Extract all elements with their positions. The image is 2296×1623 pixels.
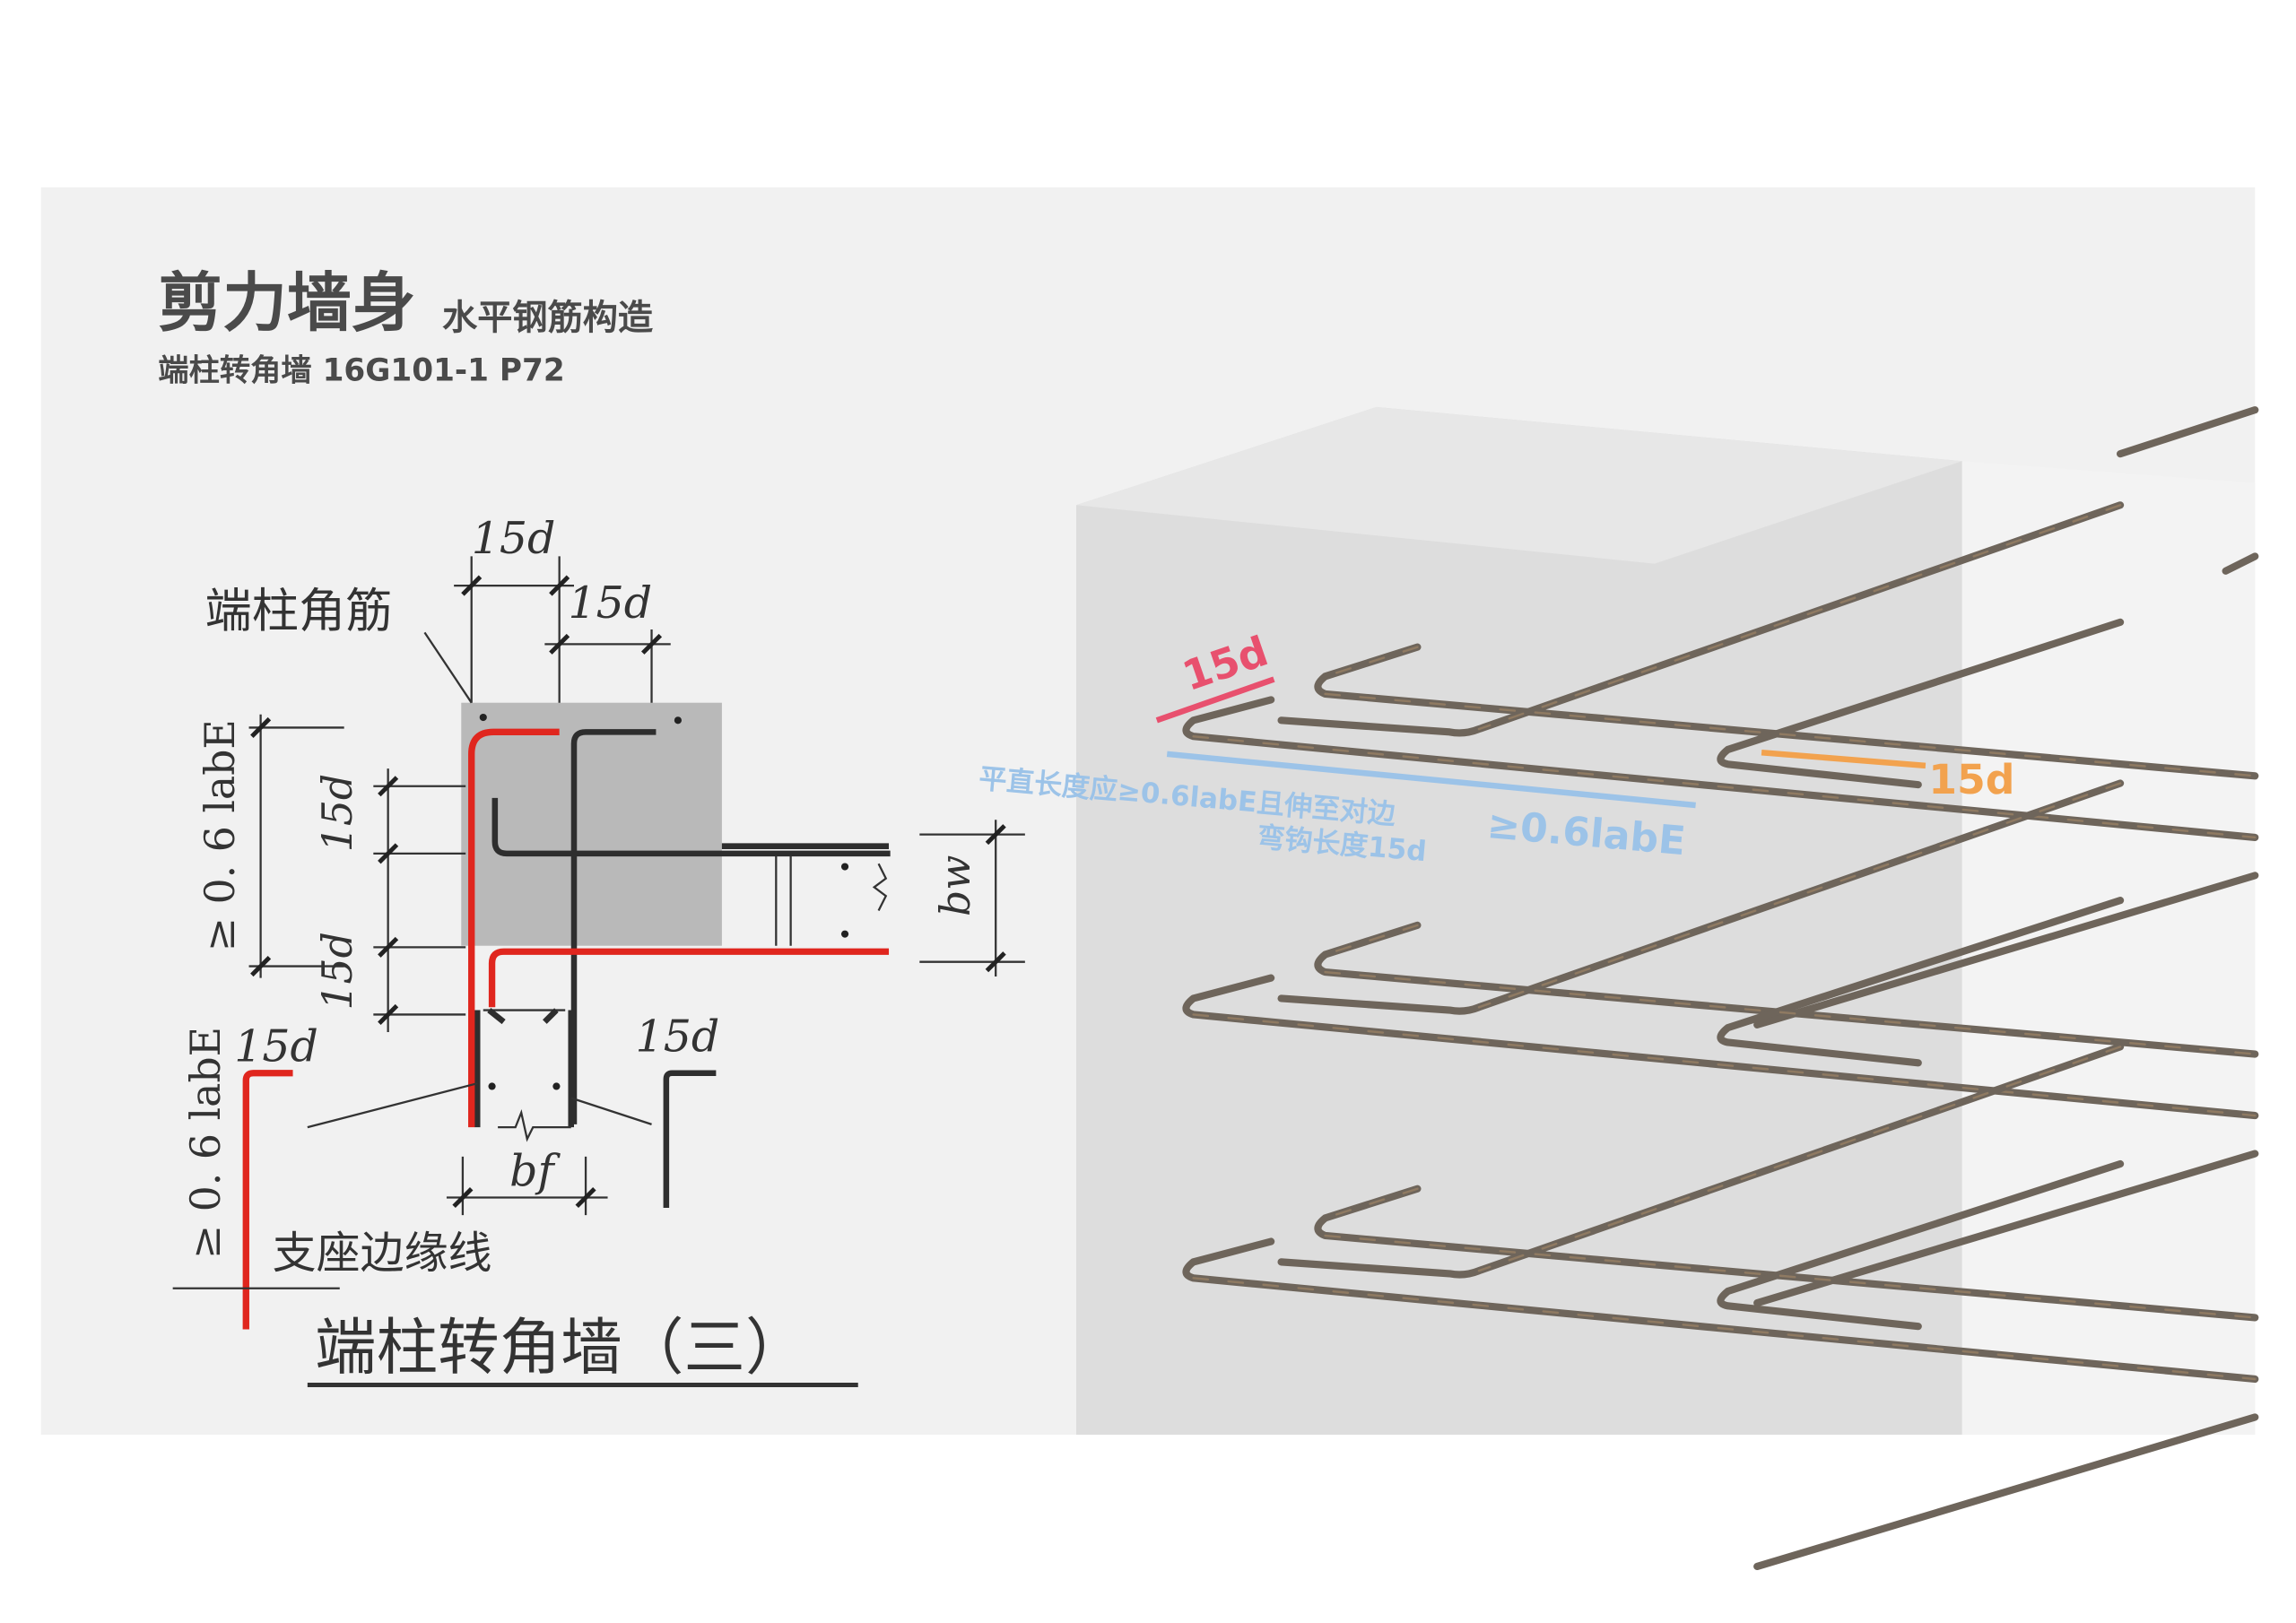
concrete-column-top [1076, 406, 1962, 564]
right-hook-label: 15d [636, 1011, 720, 1062]
column-bar [570, 729, 657, 1124]
dim-vertical-2: 15d [314, 932, 361, 1010]
support-edge-label: 支座边缘线 [273, 1228, 492, 1279]
break-line [498, 1108, 571, 1142]
dimension-tick [641, 633, 663, 655]
page-subtitle: 水平钢筋构造 [442, 298, 654, 338]
bar-dot [488, 1082, 496, 1090]
corner-bar-dot [479, 713, 487, 722]
dimension-tick [985, 951, 1006, 973]
wall-bar [491, 797, 891, 857]
dim-top-2: 15d [568, 577, 652, 629]
dimension-tick [575, 1187, 596, 1209]
bar-dot [840, 863, 849, 871]
dimension-tick [378, 843, 399, 864]
anchorage-left-label: ≥ 0. 6 labE [182, 1027, 230, 1259]
end-column-section [461, 702, 722, 946]
rebar [1717, 618, 2125, 789]
dim-vertical-1: 15d [314, 774, 361, 852]
leader-line [423, 631, 473, 704]
black-anchor-bar [663, 1070, 717, 1208]
page-reference: 端柱转角墙 16G101-1 P72 [158, 353, 564, 389]
bw-label: bw [932, 855, 979, 916]
rebar-rust [1192, 504, 2257, 839]
column-corner-bar-label: 端柱角筋 [205, 585, 393, 638]
break-line [872, 863, 888, 912]
dimension-tick [378, 776, 399, 797]
dimension-tick [250, 716, 272, 738]
blue-length-marker [1166, 751, 1696, 809]
dimension-tick [378, 936, 399, 958]
leader-line [307, 1082, 478, 1129]
rebar [1753, 872, 2259, 1028]
dimension-tick [549, 575, 570, 596]
dimension-tick [250, 956, 272, 977]
red-horizontal-bar [468, 728, 560, 1128]
detail-drawing: 端柱角筋 15d 15d ≥ 0. 6 labE 15d 15d [172, 513, 1025, 1387]
rebar-3d-model: 15d 平直长度应≥0.6labE且伸至对边 弯钩长度15d ≥0.6labE … [978, 406, 2259, 1567]
rebar-level-1 [1182, 501, 2259, 1028]
corner-bar-dot [674, 716, 682, 725]
page-title: 剪力墙身 [158, 265, 415, 340]
dimension-tick [378, 1003, 399, 1025]
red-hook-marker [1155, 676, 1275, 724]
left-hook-label: 15d [234, 1021, 318, 1072]
dimension-tick [549, 633, 570, 655]
bar-dot [840, 930, 849, 938]
dimension-tick [985, 824, 1006, 846]
leader-line [570, 1097, 652, 1125]
red-horizontal-bar [488, 948, 890, 1008]
dim-top-1: 15d [472, 513, 556, 564]
anchorage-main-label: ≥ 0. 6 labE [196, 719, 244, 951]
dimension-tick [452, 1187, 474, 1209]
dimension-tick [461, 575, 483, 596]
bar-dot [552, 1082, 561, 1090]
hook [487, 1008, 559, 1025]
red-anchor-bar [242, 1070, 293, 1330]
orange-hook-marker [1761, 749, 1926, 769]
bf-label: bf [509, 1145, 561, 1196]
orange-hook-label: 15d [1928, 756, 2014, 803]
rebar [2117, 406, 2259, 575]
drawing-caption: 端柱转角墙（三） [315, 1313, 807, 1384]
